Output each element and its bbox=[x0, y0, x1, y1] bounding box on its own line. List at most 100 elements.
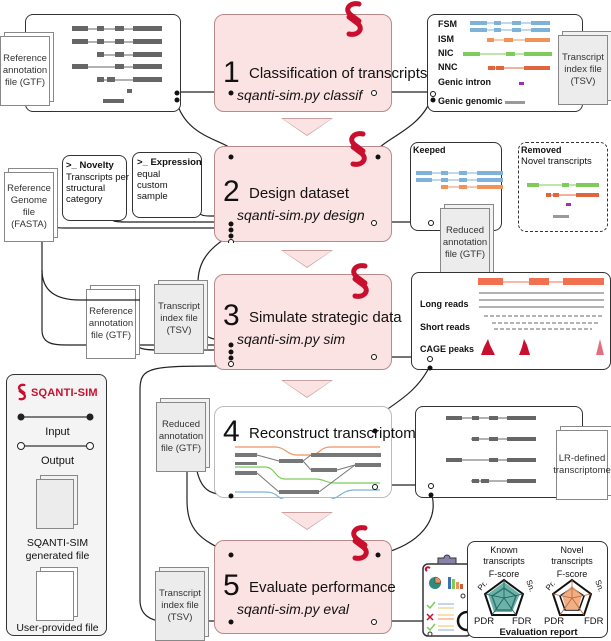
transcript-assembly-graphic bbox=[228, 428, 381, 499]
transcript-exons bbox=[72, 26, 162, 103]
reference-annotation-file-3[interactable]: Reference annotation file (GTF) bbox=[86, 285, 140, 359]
lr-defined-transcriptome-file[interactable]: LR-defined transcriptome bbox=[553, 426, 611, 500]
lr-transcripts-panel bbox=[415, 406, 583, 498]
novelty-line: Transcripts per bbox=[66, 172, 129, 183]
removed-sublabel: Novel transcripts bbox=[521, 156, 592, 167]
novel-pdr-label: PDR bbox=[544, 616, 565, 627]
long-reads-label: Long reads bbox=[420, 299, 469, 309]
simulated-data-panel: Long reads Short reads CAGE peaks bbox=[411, 272, 611, 371]
evaluation-report-panel: Known transcripts Novel transcripts F-sc… bbox=[467, 541, 608, 638]
legend-connectors bbox=[17, 413, 94, 450]
step-number: 1 bbox=[223, 56, 240, 89]
step-number: 4 bbox=[223, 415, 240, 448]
cage-peaks-label: CAGE peaks bbox=[420, 344, 475, 354]
novel-transcripts-title: Novel transcripts bbox=[551, 545, 593, 566]
transcript-index-file-5[interactable]: Transcript index file (TSV) bbox=[155, 567, 209, 641]
sqanti-logo-icon bbox=[351, 525, 369, 561]
step-command: sqanti-sim.py classif bbox=[237, 87, 363, 103]
keeped-label: Keeped bbox=[413, 145, 446, 155]
novelty-param-box[interactable]: >_ Novelty Transcripts per structural ca… bbox=[62, 155, 129, 221]
step-number: 5 bbox=[223, 569, 240, 602]
expression-option: equal bbox=[137, 169, 161, 180]
step-number: 2 bbox=[223, 175, 240, 208]
category-fsm: FSM bbox=[438, 19, 457, 29]
legend-brand: SQANTI-SIM bbox=[31, 387, 98, 399]
reduced-annotation-file-4[interactable]: Reduced annotation file (GTF) bbox=[156, 398, 210, 472]
radar-charts bbox=[483, 578, 593, 616]
known-fscore-label: F-score bbox=[488, 569, 520, 579]
transcript-index-file-1[interactable]: Transcript index file (TSV) bbox=[558, 31, 611, 105]
novelty-line: category bbox=[66, 194, 103, 205]
novel-fdr-label: FDR bbox=[584, 616, 604, 627]
legend-user-provided-label: User-provided file bbox=[16, 622, 99, 634]
output-dot bbox=[174, 97, 180, 103]
step-title: Simulate strategic data bbox=[249, 309, 402, 326]
annotation-transcript-models bbox=[72, 26, 180, 103]
legend-generated-label: SQANTI-SIM generated file bbox=[25, 537, 90, 562]
legend-user-file-icon bbox=[36, 567, 78, 621]
novelty-title: >_ Novelty bbox=[66, 160, 114, 171]
category-nic: NIC bbox=[438, 48, 454, 58]
file-label: Transcript index file (TSV) bbox=[558, 35, 608, 105]
known-radar bbox=[483, 578, 525, 616]
step-4-reconstruct[interactable]: 4 Reconstruct transcriptome bbox=[214, 406, 424, 499]
file-label: Transcript index file (TSV) bbox=[154, 284, 204, 354]
legend-generated-file-icon bbox=[36, 475, 78, 529]
step-title: Classification of transcripts bbox=[249, 65, 428, 82]
transcript-index-file-3[interactable]: Transcript index file (TSV) bbox=[154, 280, 208, 354]
file-label: Reduced annotation file (GTF) bbox=[156, 402, 206, 472]
removed-transcripts bbox=[527, 183, 599, 218]
keeped-transcripts bbox=[416, 171, 503, 226]
step-title: Design dataset bbox=[249, 185, 350, 202]
reference-annotation-file-1[interactable]: Reference annotation file (GTF) bbox=[0, 32, 54, 106]
sqanti-logo-icon bbox=[349, 131, 367, 167]
lr-transcript-models bbox=[428, 416, 536, 498]
sqanti-logo-icon bbox=[351, 263, 369, 299]
legend-input-label: Input bbox=[45, 426, 70, 438]
step-3-simulate[interactable]: 3 Simulate strategic data sqanti-sim.py … bbox=[214, 274, 402, 370]
step-number: 3 bbox=[223, 299, 240, 332]
file-label: Reduced annotation file (GTF) bbox=[440, 208, 490, 278]
removed-panel: Removed Novel transcripts bbox=[518, 142, 608, 232]
step-title: Reconstruct transcriptome bbox=[249, 425, 425, 442]
sqanti-logo-icon bbox=[345, 1, 363, 37]
known-fdr-label: FDR bbox=[512, 616, 532, 627]
novel-radar bbox=[551, 578, 593, 616]
legend-panel: SQANTI-SIM Input Output SQANTI-SIM gener… bbox=[6, 374, 107, 636]
short-reads-label: Short reads bbox=[420, 322, 471, 332]
step-command: sqanti-sim.py eval bbox=[237, 601, 350, 617]
step-command: sqanti-sim.py sim bbox=[237, 331, 346, 347]
flow-arrow bbox=[281, 380, 333, 398]
removed-label: Removed bbox=[521, 145, 562, 155]
expression-option: sample bbox=[137, 191, 168, 202]
category-ism: ISM bbox=[438, 34, 455, 44]
category-nnc: NNC bbox=[438, 62, 458, 72]
known-pdr-label: PDR bbox=[474, 616, 495, 627]
sqanti-logo-icon bbox=[17, 383, 27, 401]
evaluation-report-label: Evaluation report bbox=[499, 627, 578, 638]
expression-option: custom bbox=[137, 180, 168, 191]
flow-arrow bbox=[281, 512, 333, 530]
input-dot bbox=[228, 90, 234, 96]
expression-param-box[interactable]: >_ Expression equal custom sample bbox=[132, 152, 202, 218]
novelty-line: structural bbox=[66, 183, 106, 194]
classification-panel: FSM ISM NIC NNC Genic intron Genic genom… bbox=[427, 14, 583, 112]
file-label: Reference annotation file (GTF) bbox=[86, 289, 136, 359]
step-command: sqanti-sim.py design bbox=[237, 207, 365, 223]
file-label: Transcript index file (TSV) bbox=[155, 571, 205, 641]
flow-arrow bbox=[281, 118, 333, 136]
step-title: Evaluate performance bbox=[249, 579, 396, 596]
classification-transcripts bbox=[430, 21, 552, 104]
file-label: LR-defined transcriptome bbox=[553, 430, 611, 500]
reduced-annotation-file-2[interactable]: Reduced annotation file (GTF) bbox=[440, 204, 494, 278]
file-label: Reference Genome file (FASTA) bbox=[4, 172, 54, 242]
output-circle bbox=[371, 90, 377, 96]
legend-output-label: Output bbox=[40, 455, 75, 467]
expression-title: >_ Expression bbox=[137, 157, 202, 168]
output-dot bbox=[174, 90, 180, 96]
simulated-reads-graphic bbox=[427, 278, 604, 371]
reference-genome-file[interactable]: Reference Genome file (FASTA) bbox=[4, 168, 58, 242]
category-genic-intron: Genic intron bbox=[438, 77, 492, 87]
known-transcripts-title: Known transcripts bbox=[483, 545, 525, 566]
flow-arrow bbox=[281, 250, 333, 268]
